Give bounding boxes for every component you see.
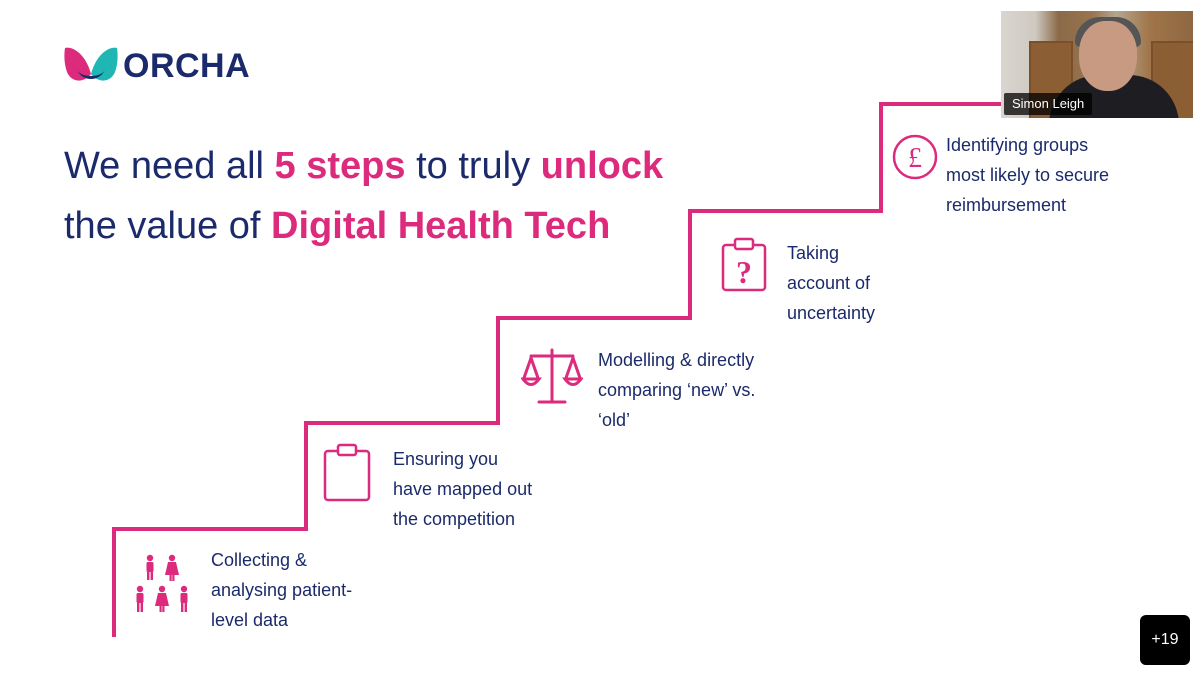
step-line: most likely to secure [946, 165, 1110, 185]
headline-highlight: 5 steps [274, 145, 406, 187]
slide-headline: We need all 5 steps to truly unlock the … [64, 136, 704, 256]
clipboard-icon [323, 443, 371, 502]
step-line: Identifying groups [946, 135, 1089, 155]
step-line: Ensuring you [393, 449, 499, 469]
logo-wordmark: ORCHA [123, 46, 251, 85]
step-line: ‘old’ [598, 410, 631, 430]
step-3-text: Modelling & directly comparing ‘new’ vs.… [598, 345, 755, 435]
headline-line-1: We need all 5 steps to truly unlock [64, 136, 704, 196]
headline-highlight: Digital Health Tech [271, 205, 611, 247]
step-line: level data [211, 610, 289, 630]
orcha-logo: ORCHA [63, 44, 250, 88]
headline-line-2: the value of Digital Health Tech [64, 196, 704, 256]
participant-name-label: Simon Leigh [1004, 93, 1093, 115]
headline-text: We need all [64, 145, 275, 187]
headline-text: the value of [64, 205, 272, 247]
step-2-text: Ensuring you have mapped out the competi… [393, 444, 532, 534]
clipboard-question-icon: ? [721, 237, 767, 292]
headline-text: to truly [405, 145, 541, 187]
scales-icon [521, 348, 583, 404]
step-line: Collecting & [211, 550, 308, 570]
step-line: Taking [787, 243, 840, 263]
pound-icon: £ [892, 134, 938, 180]
step-1-text: Collecting & analysing patient- level da… [211, 545, 352, 635]
people-icon [136, 554, 188, 612]
step-5-text: Identifying groups most likely to secure… [946, 130, 1109, 220]
svg-text:£: £ [908, 143, 922, 174]
step-line: account of [787, 273, 871, 293]
step-line: Modelling & directly [598, 350, 755, 370]
more-participants-button[interactable]: +19 [1140, 615, 1190, 665]
step-line: the competition [393, 509, 516, 529]
step-line: comparing ‘new’ vs. [598, 380, 756, 400]
step-line: have mapped out [393, 479, 533, 499]
step-line: reimbursement [946, 195, 1067, 215]
svg-text:?: ? [736, 254, 752, 290]
orcha-butterfly-icon [64, 47, 118, 81]
step-line: uncertainty [787, 303, 876, 323]
step-4-text: Taking account of uncertainty [787, 238, 875, 328]
participant-head [1079, 21, 1137, 91]
step-line: analysing patient- [211, 580, 353, 600]
headline-highlight: unlock [540, 145, 664, 187]
